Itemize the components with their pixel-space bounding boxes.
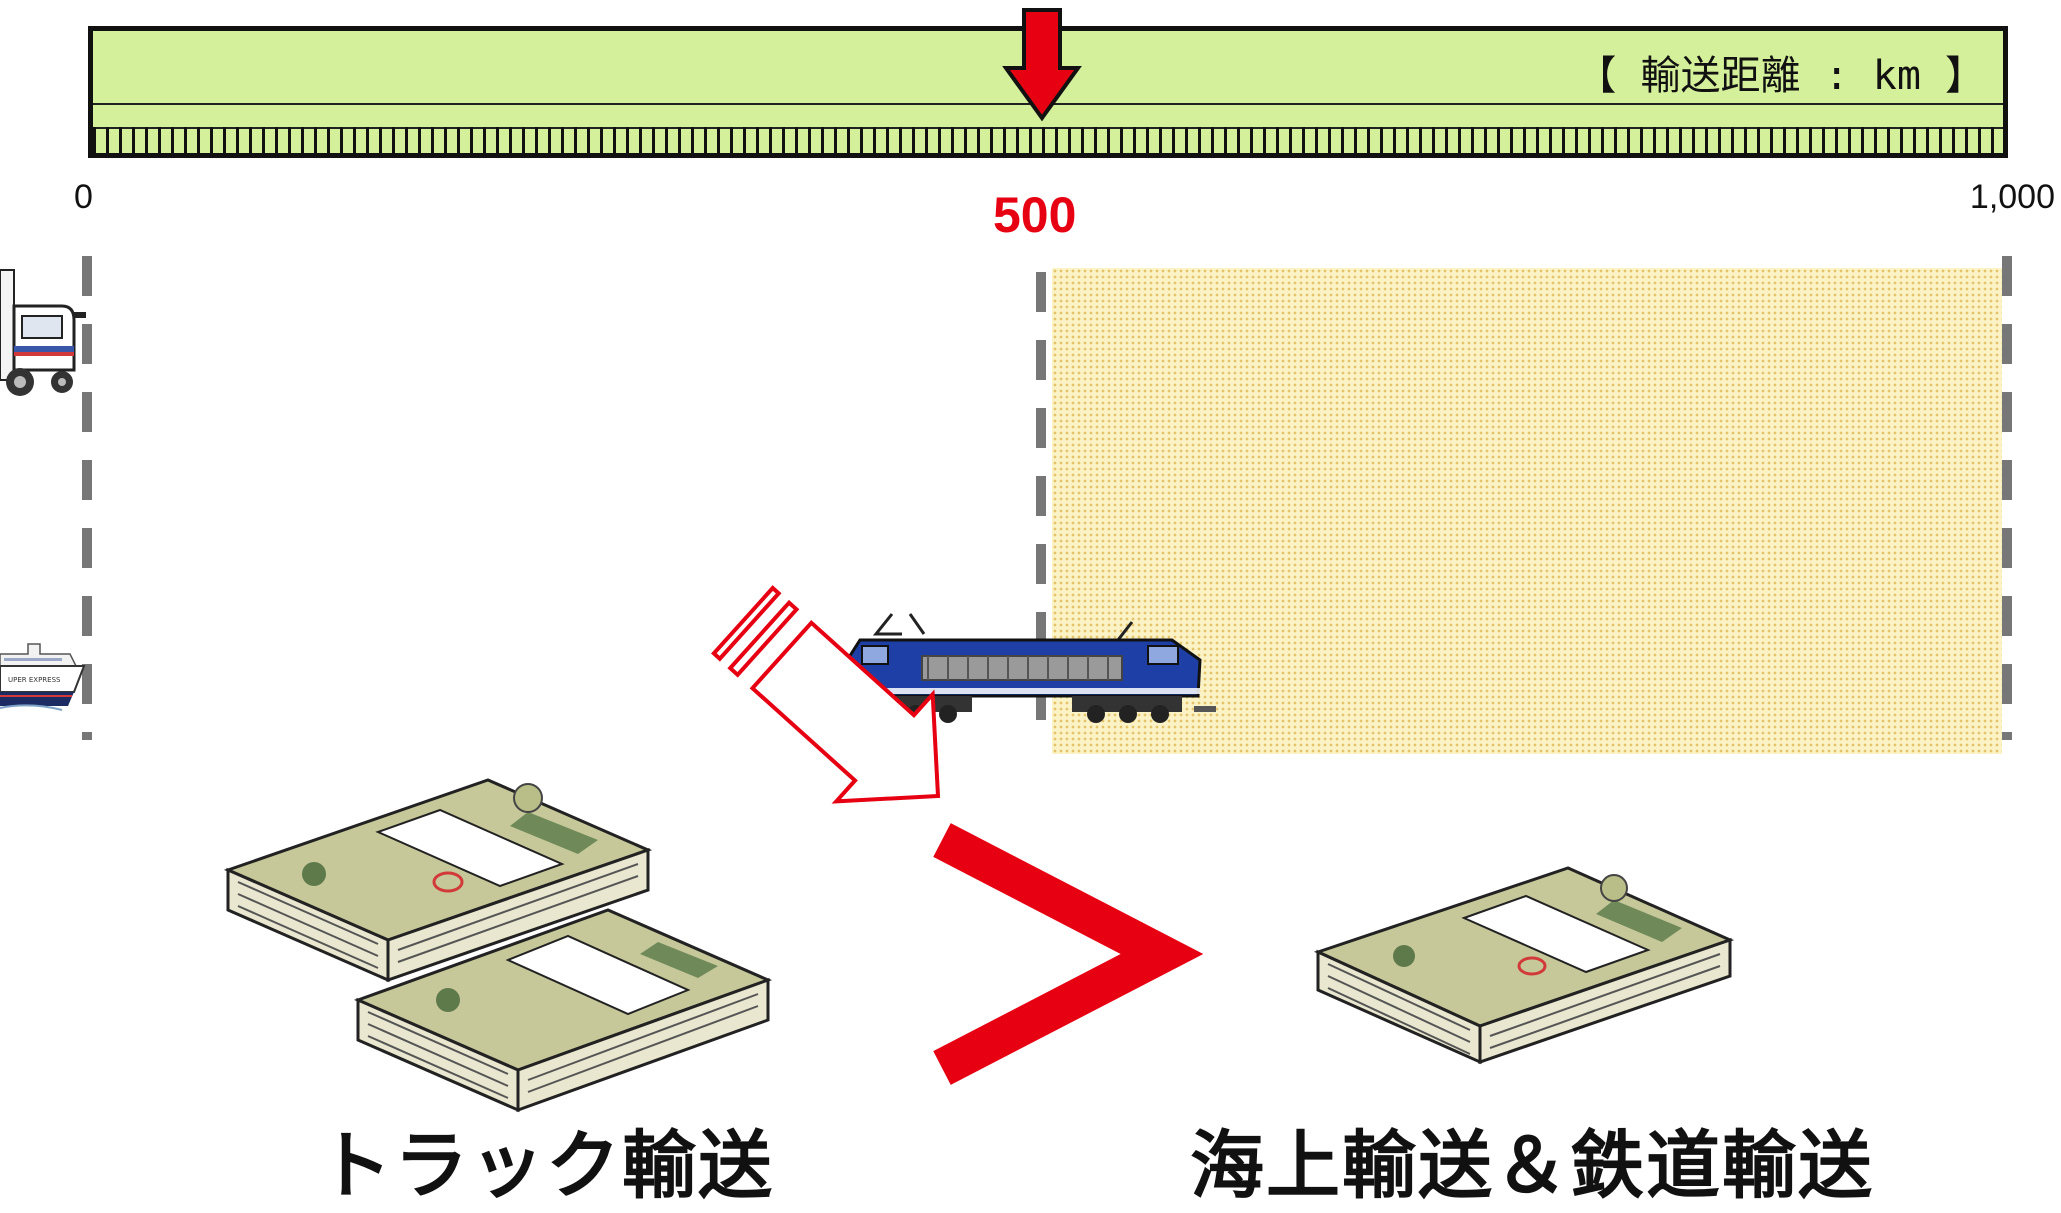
locomotive-icon (832, 613, 1216, 723)
long-distance-zone (1052, 268, 2002, 754)
tick-label-500: 500 (993, 187, 1077, 243)
ship-icon: UPER EXPRESS (0, 643, 86, 711)
label-truck-transport: トラック輸送 (318, 1124, 774, 1207)
distance-marker-arrow-icon (1002, 8, 1082, 122)
ruler-caption: 【 輸送距離 : km 】 (1576, 53, 1985, 99)
tick-label-0: 0 (74, 178, 93, 216)
ruler-ticks (93, 127, 2003, 153)
tick-label-1000: 1,000 (1969, 178, 2055, 216)
guide-line-1000 (2002, 256, 2012, 740)
cash-stack-icon (1313, 866, 1735, 1065)
label-sea-rail-transport: 海上輸送＆鉄道輸送 (1190, 1124, 1874, 1207)
cash-stacks-icon (223, 778, 773, 1113)
svg-text:UPER EXPRESS: UPER EXPRESS (8, 676, 61, 684)
guide-line-0 (82, 256, 92, 740)
truck-icon (0, 269, 86, 396)
greater-than-icon (933, 823, 1204, 1085)
guide-line-500 (1036, 272, 1046, 724)
shift-arrow-icon (711, 585, 941, 804)
